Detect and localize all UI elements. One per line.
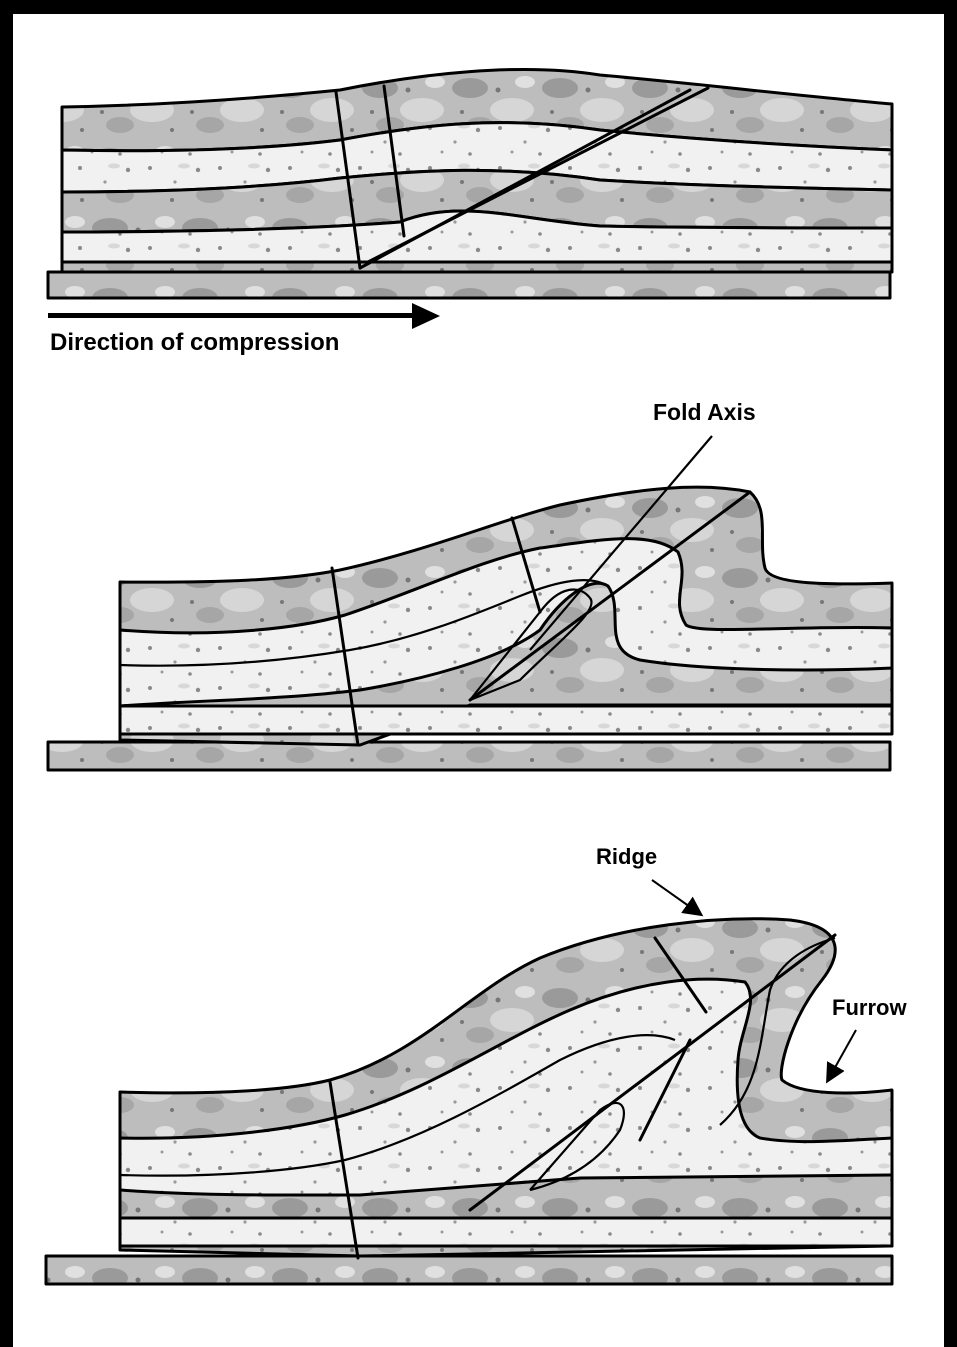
base-plate <box>46 1256 892 1284</box>
compression-arrow <box>48 303 440 329</box>
furrow-arrow <box>828 1030 856 1080</box>
base-plate <box>48 742 890 770</box>
fold-axis-label: Fold Axis <box>653 399 756 425</box>
ridge-arrow <box>652 880 700 914</box>
stratum-base <box>62 262 892 272</box>
ridge-label: Ridge <box>596 844 657 869</box>
fold-layer-light-2 <box>120 1218 892 1246</box>
panel-ridge-furrow: Ridge Furrow <box>46 844 907 1284</box>
panel-fold-axis: Fold Axis <box>48 399 892 770</box>
furrow-label: Furrow <box>832 995 907 1020</box>
fold-layer-light-2 <box>120 706 892 734</box>
base-plate <box>48 272 890 298</box>
direction-label: Direction of compression <box>50 329 339 356</box>
panel-initial-compression: Direction of compression <box>48 69 892 356</box>
